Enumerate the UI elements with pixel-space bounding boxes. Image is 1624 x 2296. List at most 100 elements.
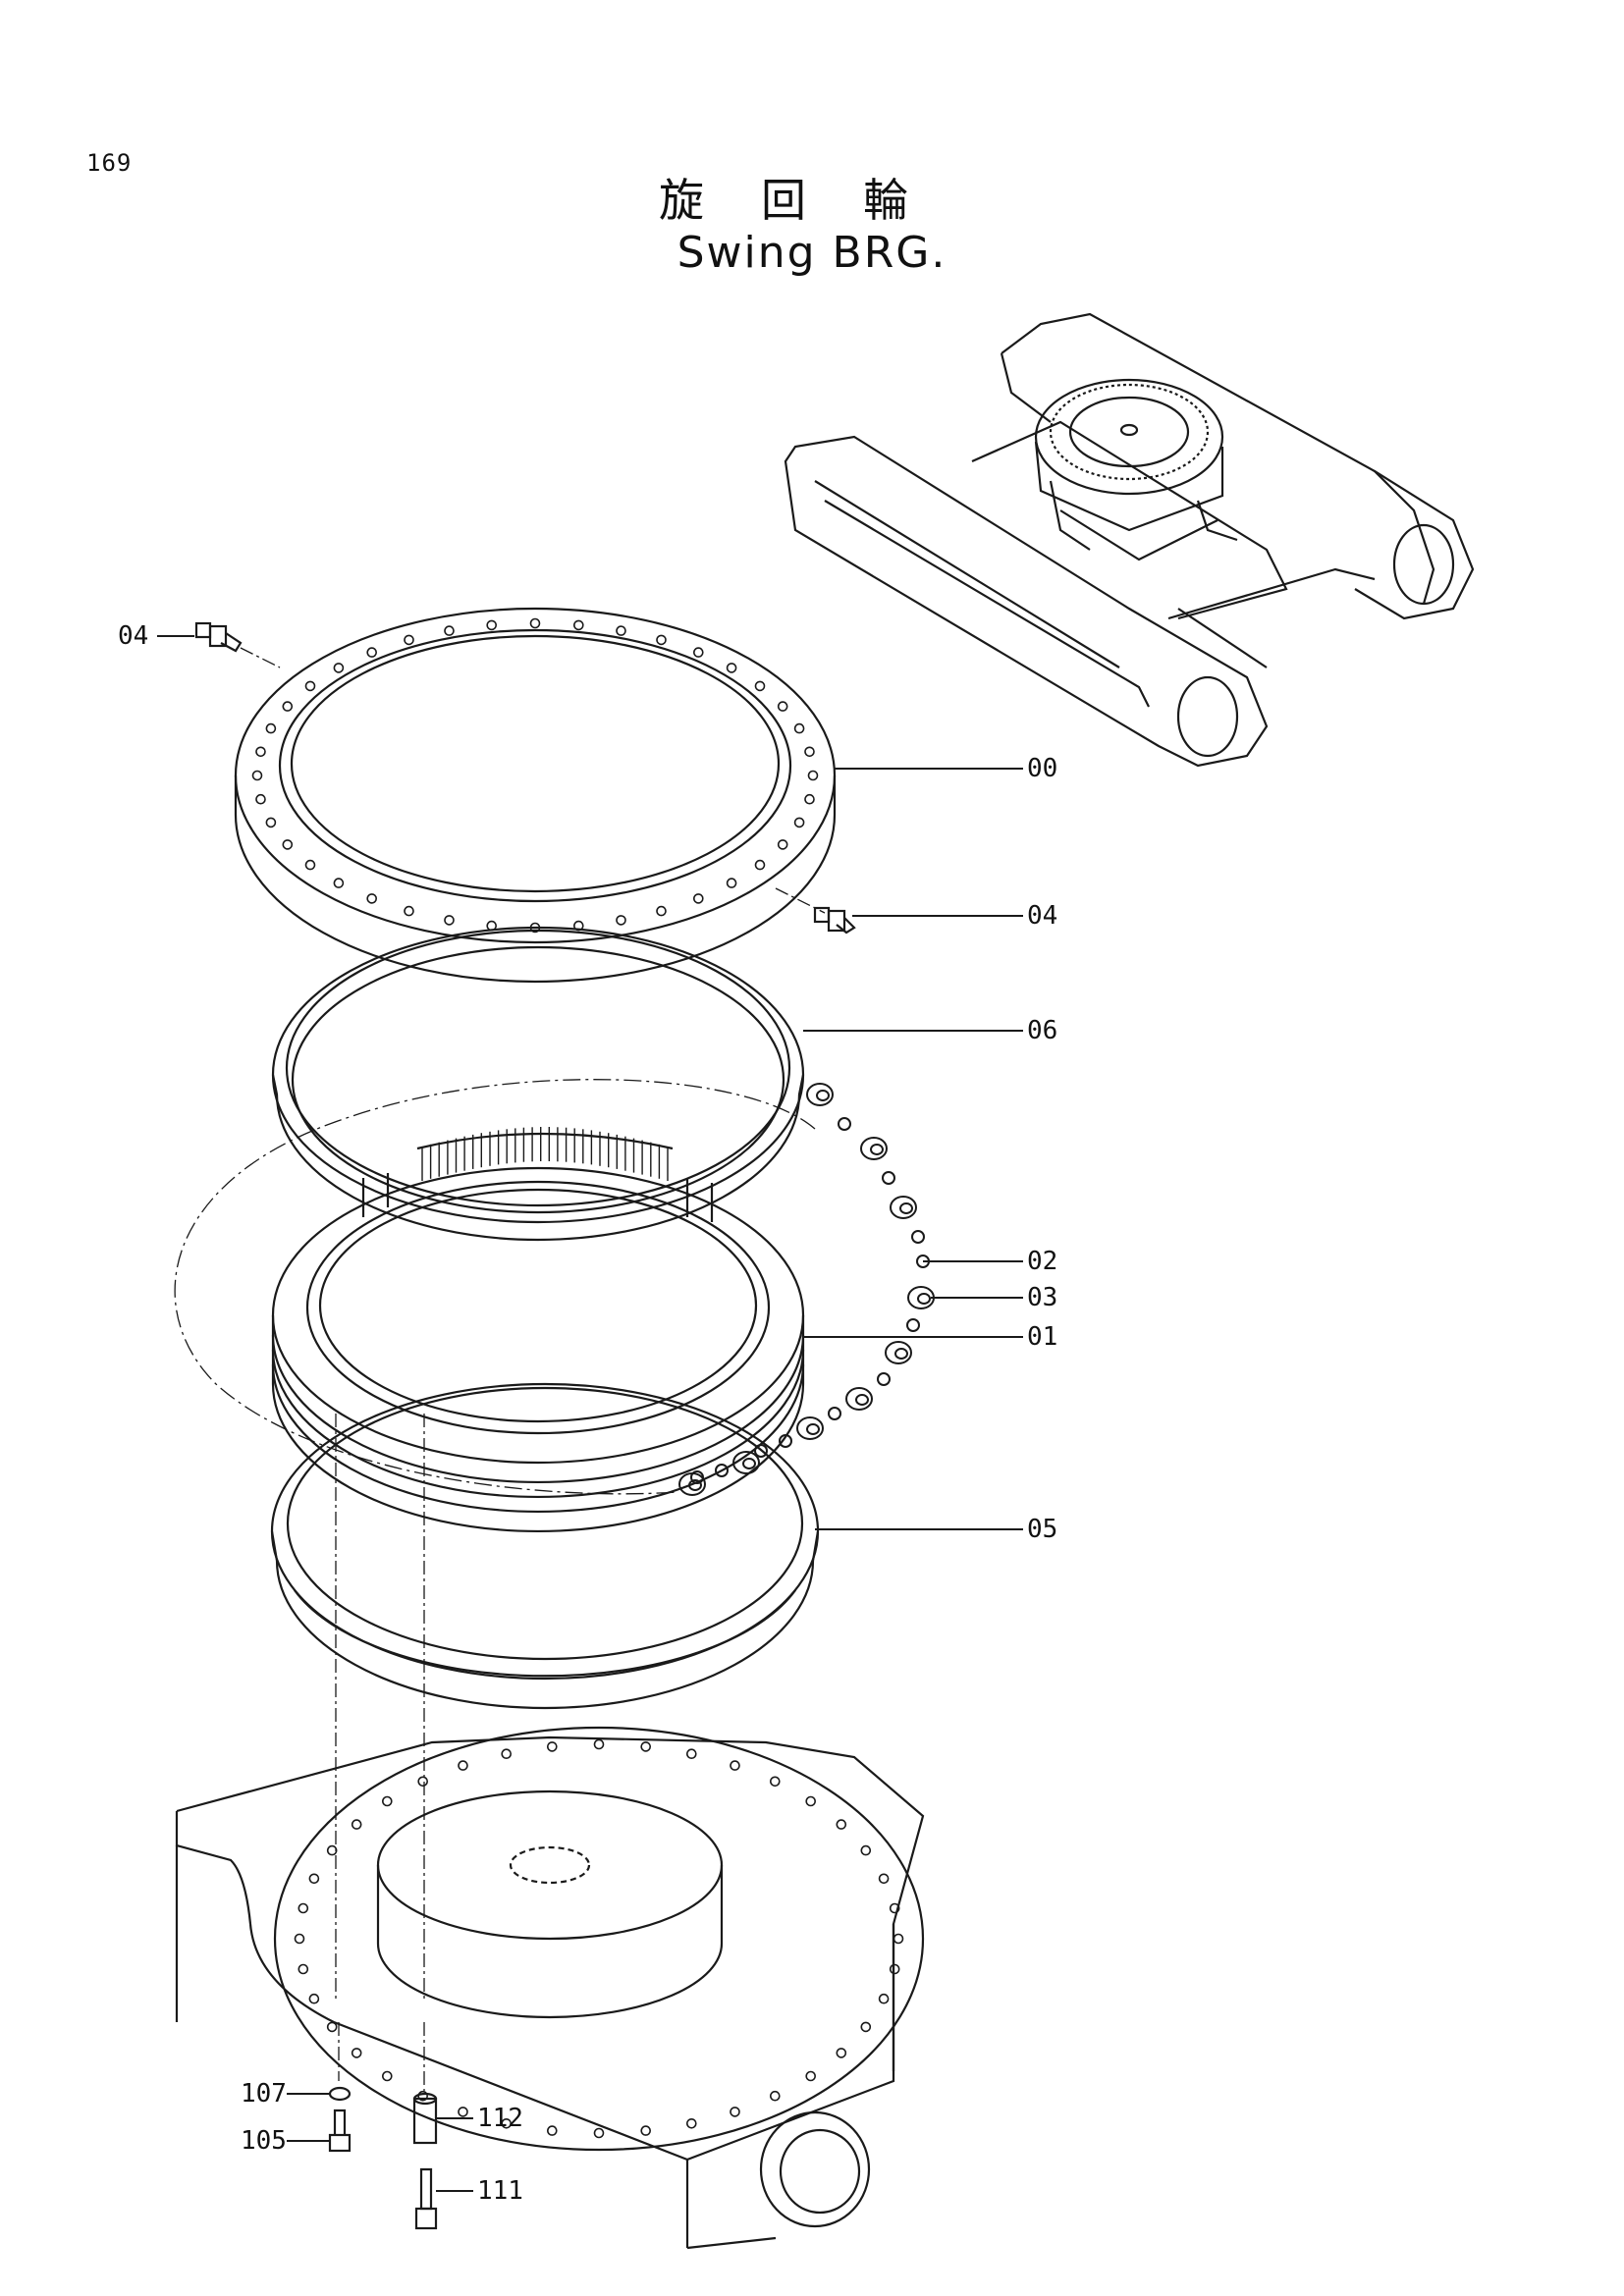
bolt-hole [381,1795,393,1807]
bolt-hole [656,905,667,917]
bolt-hole [251,770,263,781]
bearing-spacer-bore [806,1423,820,1435]
bearing-ball [911,1230,925,1244]
bearing-outer-ring [234,607,837,984]
page-number: 169 [86,149,133,177]
bolt-hole [501,2118,513,2129]
callout-04-lower: 04 [1027,901,1058,931]
bolt-hole [529,617,541,629]
bolt-hole [546,2125,558,2136]
callout-00: 00 [1027,754,1058,783]
bolt-hole [730,2107,740,2117]
bearing-ball [715,1464,729,1477]
bearing-spacer [678,1472,706,1496]
balls-and-spacers [678,1083,935,1496]
title-japanese: 旋回輪 [659,174,965,227]
lower-seal [270,1382,820,1710]
callout-06: 06 [1027,1016,1058,1045]
assembly-guide-lines [240,647,826,2091]
bolt-hole [404,905,414,917]
bearing-ball [779,1434,792,1448]
title-english: Swing BRG. [677,228,947,278]
bolt-hole [333,878,345,888]
bolt-hole [486,619,498,631]
bolt-hole [793,817,805,828]
bolt-hole [777,839,788,850]
bolt-hole [730,1760,740,1771]
bolt-hole [444,625,455,636]
bolt-hole [616,625,626,636]
bolt-hole [640,1741,652,1752]
bolt-hole [860,2021,872,2033]
bearing-spacer [885,1341,912,1364]
callout-05: 05 [1027,1515,1058,1544]
bolt-hole [458,1760,468,1771]
bolt-hole [656,634,667,646]
bearing-spacer-bore [899,1202,913,1214]
bolt-hole [836,1819,847,1830]
bolt-hole [692,893,704,904]
bolt-hole [282,701,294,712]
bolt-hole [282,839,294,850]
bolt-hole [804,793,815,805]
pin-icon [412,2092,438,2145]
bolt-hole [255,793,266,805]
bolt-hole [754,680,766,692]
bolt-hole [255,746,266,758]
bearing-spacer [806,1083,834,1106]
bolt-hole [878,1993,890,2004]
bolt-hole [692,647,704,658]
callout-112: 112 [477,2104,523,2133]
bolt-short-icon [328,2109,352,2153]
bearing-spacer-bore [688,1479,702,1491]
bolt-hole [777,701,788,712]
bolt-hole [458,2107,468,2117]
callout-02: 02 [1027,1247,1058,1276]
bolt-hole [444,915,455,926]
phantom-outline [174,1079,816,1495]
bolt-hole [889,1902,900,1914]
bearing-spacer [732,1451,760,1474]
upper-frame-base [175,1726,925,2250]
bolt-long-icon [414,2167,438,2230]
callout-111: 111 [477,2176,523,2206]
bolt-hole [805,1795,817,1807]
bolt-hole [572,619,584,631]
bolt-hole [381,2070,393,2082]
bolt-hole [326,1844,338,1856]
bearing-spacer-bore [917,1293,931,1305]
bolt-hole [304,859,316,871]
bolt-hole [889,1963,900,1975]
bolt-hole [593,1738,605,1750]
undercarriage-illustration [784,312,1475,768]
bolt-hole [308,1873,320,1885]
bearing-spacer-bore [742,1458,756,1469]
bolt-hole [298,1963,309,1975]
bearing-spacer-bore [870,1144,884,1155]
bolt-hole [546,1741,558,1752]
bearing-ball [882,1171,895,1185]
bolt-hole [769,2090,781,2102]
bolt-hole [860,1844,872,1856]
bearing-ball [906,1318,920,1332]
bearing-ball [877,1372,891,1386]
bolt-hole [298,1902,309,1914]
bearing-spacer [860,1137,888,1160]
callout-107: 107 [241,2079,287,2109]
bolt-hole [726,878,737,888]
bearing-spacer [845,1387,873,1411]
bolt-hole [685,2118,697,2129]
callout-105: 105 [241,2126,287,2156]
bolt-hole [326,2021,338,2033]
bolt-hole [754,859,766,871]
bolt-hole [593,2127,605,2139]
bolt-hole [265,817,277,828]
bearing-spacer-bore [894,1348,908,1360]
bearing-spacer [890,1196,917,1219]
grease-fitting-upper [194,621,243,653]
bolt-hole [807,770,819,781]
callout-04-upper: 04 [118,621,149,651]
bearing-spacer-bore [855,1394,869,1406]
bolt-hole [893,1933,904,1945]
